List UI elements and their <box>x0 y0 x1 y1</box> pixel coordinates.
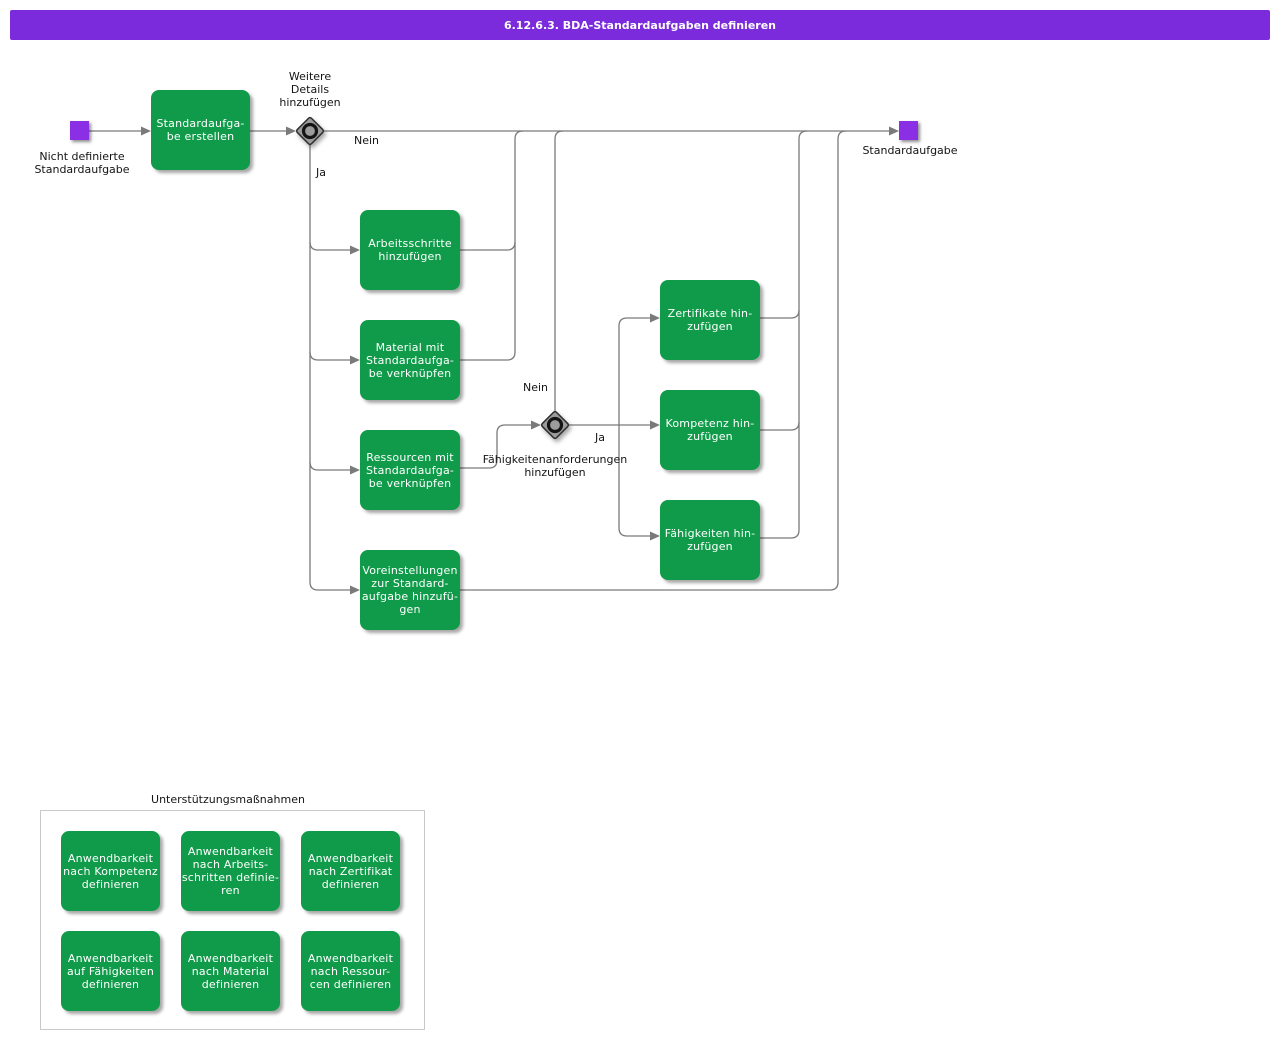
task-arbeitsschritte-hinzufuegen[interactable]: Arbeitsschritte hinzufügen <box>360 210 460 290</box>
connector-gateway2-nein-up <box>554 130 564 411</box>
support-task-arbeitsschritte[interactable]: Anwendbarkeit nach Arbeits- schritten de… <box>181 831 280 911</box>
connector-branch-steps <box>309 241 350 251</box>
gateway2-nein-label: Nein <box>523 381 549 394</box>
arrowhead <box>286 126 296 136</box>
connector-presets-out <box>460 130 847 591</box>
connector-skills-out <box>760 130 808 539</box>
title-bar: 6.12.6.3. BDA-Standardaufgaben definiere… <box>10 10 1270 40</box>
connector-resources-to-gateway2 <box>460 424 531 469</box>
end-event-node[interactable] <box>899 121 918 140</box>
task-kompetenz-hinzufuegen[interactable]: Kompetenz hin- zufügen <box>660 390 760 470</box>
arrowhead <box>350 245 360 255</box>
gateway2-label: Fähigkeitenanforderungen hinzufügen <box>482 453 628 479</box>
task-material-verknuepfen[interactable]: Material mit Standardaufga- be verknüpfe… <box>360 320 460 400</box>
connector-steps-out <box>460 241 516 251</box>
gateway-diamond <box>295 116 325 146</box>
arrowhead <box>531 420 541 430</box>
task-standardaufgabe-erstellen[interactable]: Standardaufga- be erstellen <box>151 90 250 170</box>
gateway1-nein-label: Nein <box>354 134 380 147</box>
gateway-diamond <box>540 410 570 440</box>
arrowhead <box>650 531 660 541</box>
connector-branch-certificates <box>618 317 650 425</box>
task-faehigkeiten-hinzufuegen[interactable]: Fähigkeiten hin- zufügen <box>660 500 760 580</box>
diagram-title: 6.12.6.3. BDA-Standardaufgaben definiere… <box>503 18 777 32</box>
support-task-material[interactable]: Anwendbarkeit nach Material definieren <box>181 931 280 1011</box>
gateway-weitere-details[interactable] <box>295 116 325 146</box>
connector-certificates-out <box>760 309 800 319</box>
gateway-circle-icon <box>301 122 319 140</box>
connector-branch-skills <box>618 425 650 537</box>
arrowhead <box>141 126 151 136</box>
end-event-label: Standardaufgabe <box>862 144 958 157</box>
connector-branch-resources <box>309 461 350 471</box>
flow-connectors <box>89 130 889 591</box>
arrowhead <box>350 465 360 475</box>
arrowhead <box>650 313 660 323</box>
gateway2-ja-label: Ja <box>595 431 605 444</box>
start-event-node[interactable] <box>70 121 89 140</box>
connector-branch-material <box>309 351 350 361</box>
task-ressourcen-verknuepfen[interactable]: Ressourcen mit Standardaufga- be verknüp… <box>360 430 460 510</box>
gateway1-ja-label: Ja <box>316 166 326 179</box>
connector-competence-out <box>760 421 800 431</box>
support-section-title: Unterstützungsmaßnahmen <box>151 793 305 806</box>
arrowhead <box>350 585 360 595</box>
gateway1-label: Weitere Details hinzufügen <box>279 70 341 109</box>
arrowhead <box>650 420 660 430</box>
gateway-circle-icon <box>546 416 564 434</box>
start-event-label: Nicht definierte Standardaufgabe <box>34 150 130 176</box>
support-task-zertifikat[interactable]: Anwendbarkeit nach Zertifikat definieren <box>301 831 400 911</box>
gateway-faehigkeitenanforderungen[interactable] <box>540 410 570 440</box>
arrowhead <box>889 126 899 136</box>
task-voreinstellungen-hinzufuegen[interactable]: Voreinstellungen zur Standard- aufgabe h… <box>360 550 460 630</box>
support-task-faehigkeiten[interactable]: Anwendbarkeit auf Fähigkeiten definieren <box>61 931 160 1011</box>
task-zertifikate-hinzufuegen[interactable]: Zertifikate hin- zufügen <box>660 280 760 360</box>
support-task-kompetenz[interactable]: Anwendbarkeit nach Kompetenz definieren <box>61 831 160 911</box>
support-task-ressourcen[interactable]: Anwendbarkeit nach Ressour- cen definier… <box>301 931 400 1011</box>
connector-gateway1-ja-main <box>309 145 350 591</box>
arrowheads <box>141 126 899 595</box>
arrowhead <box>350 355 360 365</box>
connector-material-out <box>460 130 524 361</box>
